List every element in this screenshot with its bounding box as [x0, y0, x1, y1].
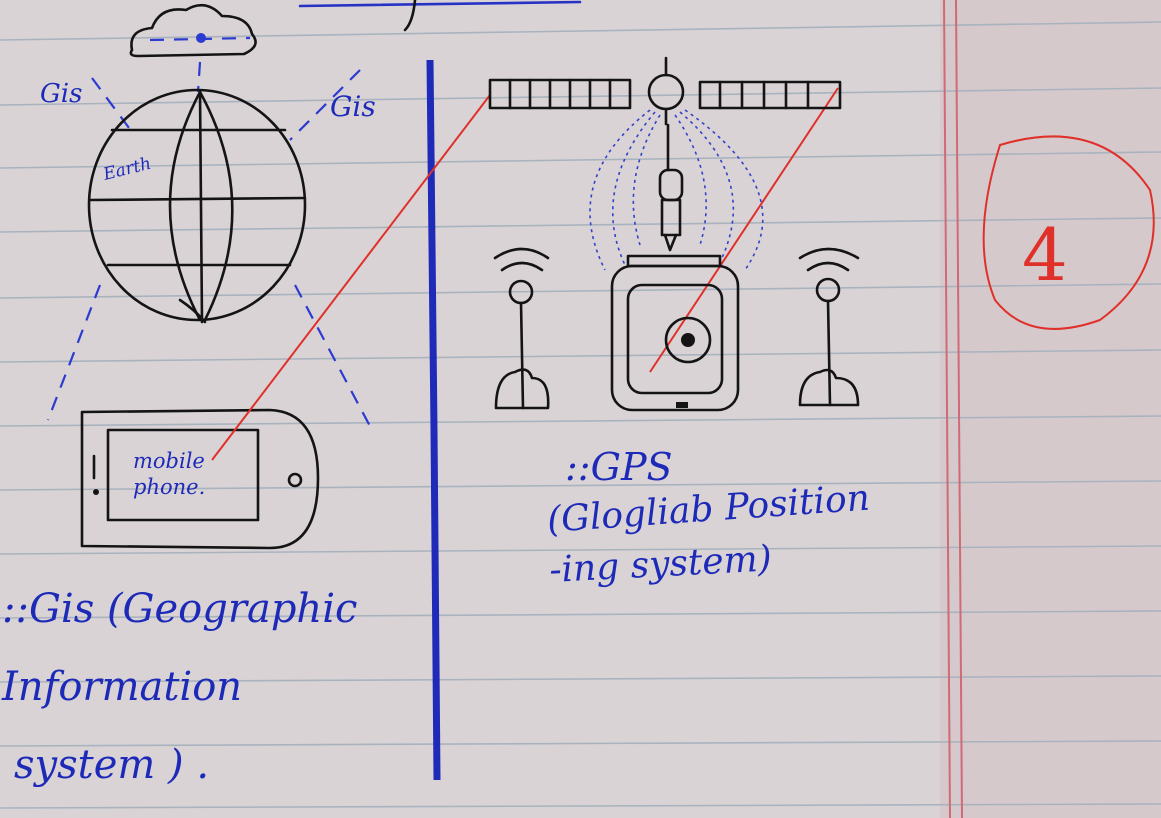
mobile-phone-icon: [80, 408, 320, 550]
gis-label-right: Gis: [330, 90, 376, 123]
gps-device-icon: [610, 254, 740, 412]
gis-link-bottom-right: [294, 284, 373, 431]
top-heading-stroke: [403, 0, 417, 32]
earth-label: Earth: [100, 154, 153, 185]
center-divider: [426, 59, 441, 781]
earth-globe-icon: [87, 88, 307, 324]
phone-label-line1: mobile: [133, 449, 205, 473]
gis-link-top: [196, 61, 202, 93]
cloud-antenna-icon: [196, 33, 206, 43]
cloud-icon: [129, 3, 257, 58]
margin-line-1: [943, 0, 951, 818]
cell-tower-right-icon: [798, 247, 860, 407]
gis-link-bottom-left: [46, 284, 102, 421]
phone-label-line2: phone.: [133, 475, 205, 499]
margin-line-2: [955, 0, 963, 818]
margin-page-number: [982, 135, 1155, 330]
gps-caption-line3: -ing system): [548, 538, 772, 591]
gis-caption-line3: system ) .: [14, 742, 209, 788]
gis-caption-line1: ::Gis (Geographic: [2, 586, 357, 632]
red-link-satellite-receiver: [649, 87, 839, 373]
satellite-icon: [488, 56, 842, 126]
ruled-lines: [0, 21, 1161, 809]
cell-tower-left-icon: [493, 247, 550, 410]
gis-caption-line2: Information: [1, 664, 242, 710]
red-link-satellite-phone: [211, 94, 491, 461]
gis-link-right: [289, 69, 361, 141]
gps-caption-line1: ::GPS: [565, 445, 673, 489]
antenna-tower-icon: [658, 123, 684, 252]
top-heading-underline: [298, 0, 582, 8]
gis-link-left: [91, 77, 133, 133]
margin-number-text: 4: [1022, 213, 1068, 297]
gis-label-left: Gis: [40, 79, 82, 109]
satellite-signal-arcs: [589, 109, 764, 271]
